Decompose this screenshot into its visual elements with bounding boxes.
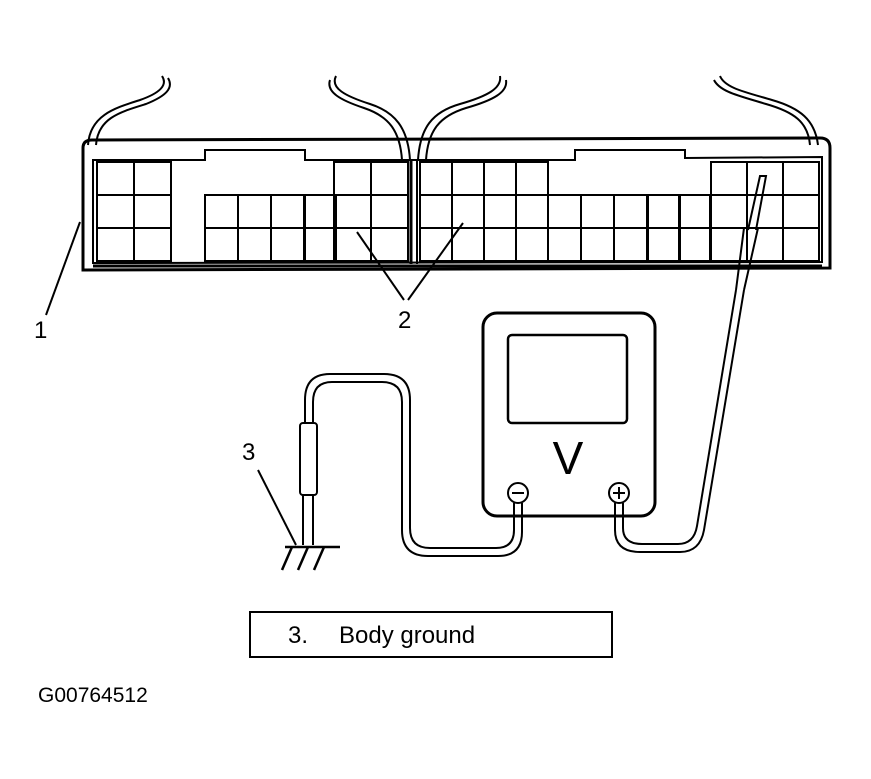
positive-terminal-icon xyxy=(608,482,630,504)
terminal-cavity xyxy=(419,194,453,229)
figure-code: G00764512 xyxy=(38,684,148,707)
terminal-cavity xyxy=(451,194,485,229)
terminal-cavity xyxy=(782,161,820,196)
terminal-cavity xyxy=(237,227,272,262)
terminal-cavity xyxy=(451,161,485,196)
terminal-cavity xyxy=(613,227,648,262)
legend-box: 3. Body ground xyxy=(249,611,613,658)
terminal-cavity xyxy=(515,227,549,262)
terminal-cavity xyxy=(613,194,648,229)
terminal-cavity xyxy=(333,194,372,229)
callout-terminals: 2 xyxy=(356,222,464,334)
terminal-cavity xyxy=(204,194,239,229)
terminal-cavity xyxy=(133,227,172,262)
terminal-cavity xyxy=(370,194,409,229)
connector xyxy=(81,136,832,272)
terminal-cavity xyxy=(237,194,272,229)
terminal-cavity xyxy=(580,194,615,229)
terminal-cavity xyxy=(647,227,680,262)
body-ground-symbol xyxy=(280,545,340,571)
callout-1-label: 1 xyxy=(34,317,47,344)
callout-2-label: 2 xyxy=(398,307,411,334)
terminal-cavity xyxy=(710,161,748,196)
negative-test-lead xyxy=(299,373,523,557)
legend-label: Body ground xyxy=(339,622,475,649)
terminal-cavity xyxy=(547,227,582,262)
terminal-cavity xyxy=(96,227,135,262)
terminal-cavity xyxy=(419,161,453,196)
terminal-cavities xyxy=(96,161,820,262)
meter-display xyxy=(506,333,629,425)
terminal-cavity xyxy=(646,227,681,262)
terminal-cavity xyxy=(270,194,305,229)
callout-connector: 1 xyxy=(34,221,81,344)
callout-ground: 3 xyxy=(242,439,297,546)
terminal-cavity xyxy=(370,227,409,262)
terminal-cavity xyxy=(483,194,517,229)
terminal-cavity xyxy=(483,227,517,262)
terminal-cavity xyxy=(133,161,172,196)
negative-terminal-icon xyxy=(507,482,529,504)
legend-number: 3. xyxy=(288,622,308,649)
terminal-cavity xyxy=(647,194,680,229)
terminal-cavity xyxy=(515,194,549,229)
terminal-cavity xyxy=(678,194,711,229)
meter-unit-label: V xyxy=(553,432,584,484)
terminal-cavity xyxy=(204,227,239,262)
terminal-cavity xyxy=(270,227,305,262)
terminal-cavity xyxy=(333,161,372,196)
terminal-cavity xyxy=(547,194,582,229)
terminal-cavity xyxy=(710,194,748,229)
terminal-cavity xyxy=(483,161,517,196)
terminal-cavity xyxy=(370,161,409,196)
callout-3-label: 3 xyxy=(242,439,255,466)
terminal-cavity xyxy=(304,194,337,229)
terminal-cavity xyxy=(96,161,135,196)
terminal-cavity xyxy=(580,227,615,262)
terminal-cavity xyxy=(678,227,711,262)
terminal-cavity xyxy=(782,227,820,262)
terminal-cavity xyxy=(304,227,337,262)
terminal-cavity xyxy=(646,194,681,229)
terminal-cavity xyxy=(782,194,820,229)
terminal-cavity xyxy=(96,194,135,229)
terminal-cavity xyxy=(515,161,549,196)
voltmeter: V xyxy=(481,311,657,518)
wire-harness xyxy=(87,75,819,161)
positive-test-lead xyxy=(614,175,768,553)
terminal-cavity xyxy=(133,194,172,229)
